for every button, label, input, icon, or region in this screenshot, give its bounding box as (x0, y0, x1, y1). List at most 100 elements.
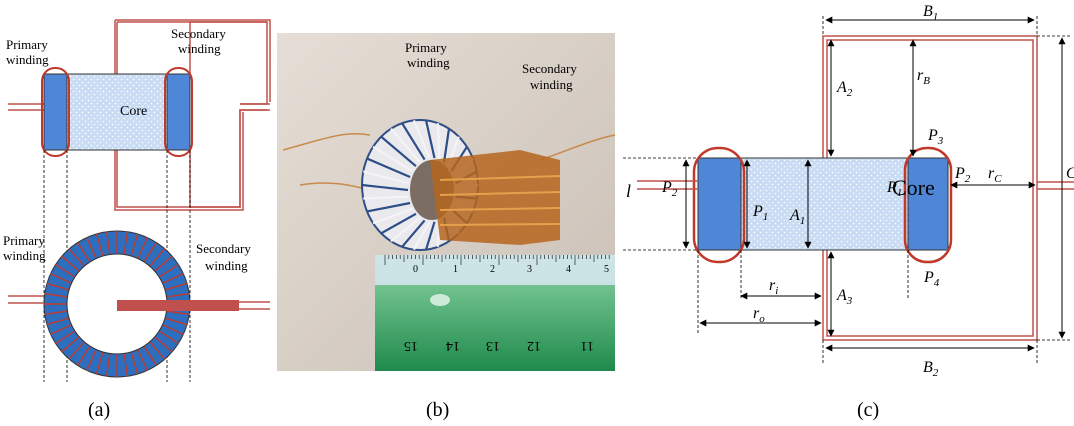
ruler-tick-0: 0 (413, 264, 418, 275)
photo-stripe (401, 122, 426, 161)
ruler-bottom-12: 12 (527, 338, 541, 353)
primary-winding-outline (41, 67, 70, 157)
toroid-stripe (50, 324, 72, 335)
caption-b: (b) (426, 399, 449, 421)
toroid-stripe (149, 248, 166, 267)
secondary-bar (117, 300, 239, 311)
toroid-stripe (86, 237, 97, 259)
photo-stripe (361, 183, 409, 192)
toroid-stripe (55, 330, 76, 345)
toroid-stripe (154, 255, 173, 272)
photo-stripe (390, 127, 421, 164)
secondary-label2-line2: winding (205, 258, 248, 273)
photo-secondary-label-line2: winding (530, 77, 573, 92)
secondary-winding-block (166, 73, 191, 151)
caption-a: (a) (88, 399, 110, 421)
primary-winding-block (43, 73, 68, 151)
ruler-tick-4: 4 (566, 264, 571, 275)
ruler-top-scale (375, 255, 615, 285)
panel-c: Core l C B1 B2 A2 A3 A1 rB rC ri ro P1 P… (623, 3, 1074, 421)
toroid-stripe (164, 282, 188, 291)
toroid-stripe (137, 349, 148, 371)
ruler-ticks (384, 255, 610, 265)
label-ro: ro (753, 305, 765, 325)
label-B2: B2 (923, 359, 939, 379)
photo-stripe (372, 207, 413, 225)
toroid-stripe (95, 233, 104, 257)
toroid-stripe (68, 341, 85, 360)
ruler-bottom-13: 13 (486, 338, 500, 353)
toroid-stripe (105, 353, 111, 377)
primary-winding-c (697, 157, 742, 251)
primary-label-line2: winding (6, 52, 49, 67)
secondary-winding-outline-c (903, 146, 953, 264)
current-symbol: l (626, 181, 631, 201)
label-P1-left: P1 (752, 203, 768, 223)
panel-a: Core Primary winding Secondary winding P… (3, 19, 271, 421)
toroid-stripe (143, 345, 158, 366)
label-rB: rB (917, 67, 930, 87)
toroid-stripe (130, 351, 139, 375)
secondary-loop-bottom (114, 109, 270, 211)
label-P3: P3 (927, 127, 944, 147)
toroid-stripe (164, 317, 188, 326)
toroid-stripe (68, 248, 85, 267)
toroid-stripe (149, 341, 166, 360)
label-rC: rC (988, 165, 1002, 185)
toroid-stripe (95, 351, 104, 375)
ruler-bottom-14: 14 (446, 338, 460, 353)
photo-stripe (424, 120, 436, 159)
toroid-stripe (162, 273, 184, 284)
reference-lines-c (623, 16, 1070, 365)
ruler-bottom-15: 15 (404, 338, 418, 353)
ruler-bottom-numbers: 15 14 13 12 11 (404, 338, 594, 353)
dimension-labels: B1 B2 A2 A3 A1 rB rC ri ro P1 P2 P1 P2 P… (661, 3, 1002, 379)
toroid-stripe (44, 292, 68, 298)
photo-stripe (412, 119, 431, 159)
toroid-stripe (123, 231, 129, 255)
label-A1: A1 (789, 207, 805, 227)
label-P4: P4 (923, 269, 940, 289)
photo-stripe (442, 128, 451, 163)
photo-stripe (366, 157, 411, 178)
toroid-stripe (76, 345, 91, 366)
photo-stripe (425, 221, 436, 250)
photo-stripe (362, 170, 409, 185)
toroid-stripe (76, 242, 91, 263)
toroid-stripe (44, 310, 68, 316)
ruler-bottom-11: 11 (581, 338, 594, 353)
ruler-tick-3: 3 (527, 264, 532, 275)
toroid-stripe (46, 317, 70, 326)
ruler-tick-5: 5 (604, 264, 609, 275)
label-P1-right: P1 (886, 179, 902, 199)
label-A3: A3 (836, 287, 853, 307)
secondary-loop-frame (114, 19, 271, 102)
toroid-stripe (61, 336, 80, 353)
label-B1: B1 (923, 3, 938, 23)
toroid-stripe (55, 263, 76, 278)
toroid-stripe (86, 349, 97, 371)
panel-b: 0 1 2 3 4 5 15 14 13 12 11 Primary windi… (277, 33, 616, 421)
photo-secondary-winding (430, 150, 560, 245)
toroid-stripe (158, 330, 179, 345)
secondary-loop-inner (116, 21, 267, 74)
secondary-winding-c (907, 157, 949, 251)
toroid-stripe (154, 336, 173, 353)
secondary-label2-line1: Secondary (196, 241, 251, 256)
toroid-stripe (166, 292, 190, 298)
ruler-tick-2: 2 (490, 264, 495, 275)
photo-stripe (401, 219, 426, 248)
photo-primary-label-line2: winding (407, 55, 450, 70)
primary-label2-line1: Primary (3, 233, 45, 248)
toroid-stripe (162, 324, 184, 335)
photo-stripe (363, 195, 409, 200)
toroid-stripe (130, 233, 139, 257)
lead-wire-1 (282, 132, 371, 151)
C-label: C (1066, 165, 1074, 182)
photo-stripe (412, 221, 431, 251)
toroid-stripe (105, 231, 111, 255)
photo-primary-label-line1: Primary (405, 40, 447, 55)
core-label: Core (120, 104, 147, 119)
secondary-label-line2: winding (178, 41, 221, 56)
